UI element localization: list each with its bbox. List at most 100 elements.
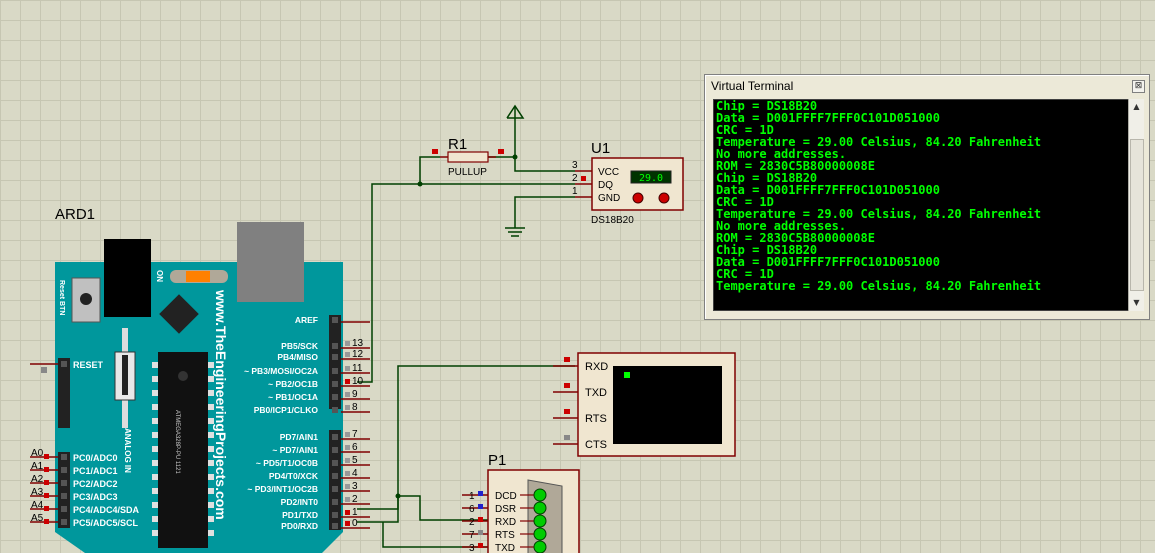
arduino-pin-label: RESET: [73, 360, 104, 370]
serial-pin-label: RTS: [585, 413, 607, 425]
pin-state-marker: [478, 543, 483, 548]
terminal-line: Temperature = 29.00 Celsius, 84.20 Fahre…: [716, 207, 1042, 221]
connector-pin-label: RXD: [495, 517, 516, 528]
pin-state-marker: [345, 458, 350, 463]
ard1-designator: ARD1: [55, 206, 95, 223]
pin-number: 3: [469, 543, 475, 553]
header-hole: [332, 381, 338, 387]
u1-designator: U1: [591, 140, 610, 157]
u1-pin-num: 3: [572, 160, 578, 171]
terminal-line: Data = D001FFFF7FFF0C101D051000: [716, 183, 940, 197]
temperature-display: 29.0: [639, 173, 663, 184]
arduino-pin-label: PD0/RXD: [281, 521, 318, 531]
terminal-line: Data = D001FFFF7FFF0C101D051000: [716, 255, 940, 269]
terminal-line: No more addresses.: [716, 147, 847, 161]
arduino-pin-label: PC3/ADC3: [73, 492, 118, 502]
power-terminal[interactable]: [506, 104, 525, 119]
pin-number: 11: [352, 363, 363, 374]
pin-state-marker: [478, 517, 483, 522]
arduino-pin-label: PB0/ICP1/CLKO: [254, 405, 319, 415]
pin-state-marker: [44, 493, 49, 498]
arduino-pin-label: AREF: [295, 315, 318, 325]
pin-state-marker: [564, 435, 570, 440]
terminal-line: ROM = 2830C5B80000008E: [716, 159, 875, 173]
r1-value: PULLUP: [448, 167, 487, 178]
connector-pin-ball: [533, 501, 547, 515]
arduino-pin-label: PC5/ADC5/SCL: [73, 518, 139, 528]
scroll-up-icon[interactable]: ▲: [1133, 102, 1140, 111]
terminal-line: CRC = 1D: [716, 267, 774, 281]
header-hole: [332, 523, 338, 529]
pin-state-marker: [41, 367, 47, 373]
arduino-pin-label: PB4/MISO: [277, 352, 318, 362]
pin-number: 5: [352, 455, 358, 466]
pin-state-marker: [345, 521, 350, 526]
u1-pin-num: 1: [572, 186, 578, 197]
terminal-scrollbar[interactable]: ▲ ▼: [1128, 99, 1144, 311]
pin-number: 9: [352, 389, 358, 400]
close-button[interactable]: ⊠: [1132, 80, 1145, 93]
chip-label: ATMEGA328P-PU 1121: [174, 410, 180, 474]
header-hole: [61, 361, 67, 367]
u1-pin-name: DQ: [598, 180, 613, 191]
u1-pin-name: VCC: [598, 167, 619, 178]
junction-dot: [512, 154, 518, 160]
ground-terminal[interactable]: [505, 227, 525, 237]
terminal-line: No more addresses.: [716, 219, 847, 233]
pin-state-marker: [345, 471, 350, 476]
arduino-pin-label: PC4/ADC4/SDA: [73, 505, 140, 515]
header-hole: [332, 394, 338, 400]
reset-btn-label: Reset BTN: [58, 280, 65, 315]
arduino-pin-label: ~ PB2/OC1B: [268, 379, 318, 389]
on-label: ON: [155, 270, 164, 282]
terminal-line: Temperature = 29.00 Celsius, 84.20 Fahre…: [716, 279, 1042, 293]
terminal-line: Temperature = 29.00 Celsius, 84.20 Fahre…: [716, 135, 1042, 149]
arduino-pin-label: PD1/TXD: [282, 510, 318, 520]
pin-number: 2: [352, 494, 358, 505]
net-label: A2: [31, 474, 44, 485]
junction-dot: [417, 181, 423, 187]
pin-state-marker: [44, 467, 49, 472]
net-label: A0: [31, 448, 44, 459]
sensor-u1[interactable]: U1 3 2 1 VCC DQ GND 29.0 DS18B20: [572, 140, 684, 226]
chip-pins: [152, 362, 214, 536]
pin-state-marker: [478, 504, 483, 509]
terminal-line: Chip = DS18B20: [716, 243, 818, 257]
temp-up-button[interactable]: [658, 192, 670, 204]
header-hole: [61, 506, 67, 512]
pin-state-marker: [345, 484, 350, 489]
terminal-line: Chip = DS18B20: [716, 171, 818, 185]
pin-state-marker: [478, 530, 483, 535]
scroll-thumb[interactable]: [1130, 139, 1144, 291]
pin-state-marker: [345, 379, 350, 384]
header-hole: [61, 519, 67, 525]
arduino-pin-label: ~ PD7/AIN1: [272, 445, 318, 455]
pin-state-marker: [564, 383, 570, 388]
pin-state-marker: [345, 405, 350, 410]
pin-state-marker: [478, 491, 483, 496]
arduino-board[interactable]: ARD1 Reset BTN ON ANALOG IN ATMEGA328P-P…: [30, 206, 370, 553]
arduino-pin-label: ~ PB3/MOSI/OC2A: [244, 366, 318, 376]
header-hole: [332, 354, 338, 360]
u1-part-name: DS18B20: [591, 215, 634, 226]
pin-state-marker: [44, 506, 49, 511]
serial-pin-label: TXD: [585, 387, 607, 399]
pin-state-marker: [345, 432, 350, 437]
pin-number: 6: [469, 504, 475, 515]
connector-pin-ball: [533, 488, 547, 502]
reset-button[interactable]: [71, 277, 101, 323]
pin-state-marker: [564, 409, 570, 414]
junction-dot: [395, 493, 401, 499]
header-hole: [61, 493, 67, 499]
pin-number: 10: [352, 376, 364, 387]
scroll-down-icon[interactable]: ▼: [1133, 298, 1140, 307]
temp-down-button[interactable]: [632, 192, 644, 204]
resistor-r1[interactable]: R1 PULLUP: [432, 136, 504, 178]
terminal-line: Data = D001FFFF7FFF0C101D051000: [716, 111, 940, 125]
pin-number: 8: [352, 402, 358, 413]
